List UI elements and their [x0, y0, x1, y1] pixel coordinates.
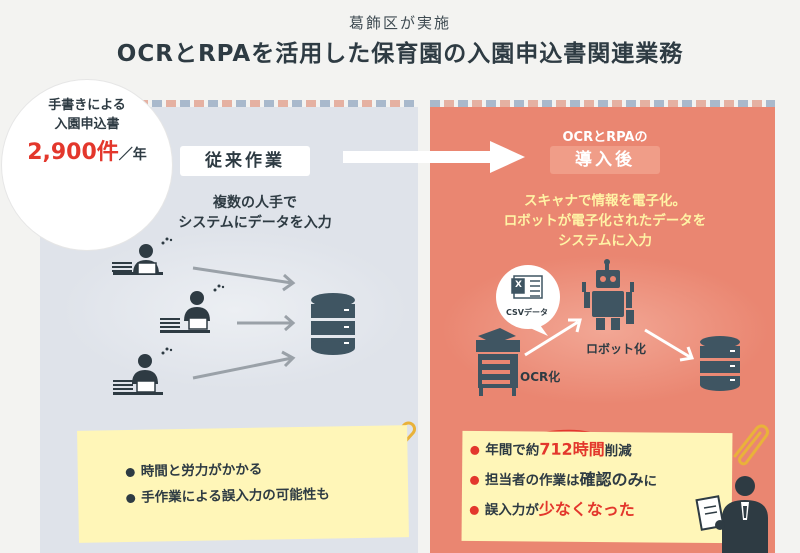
- scanner-copier-icon: [476, 328, 520, 396]
- bullet-icon: [126, 493, 136, 503]
- bullet-icon: [470, 475, 480, 485]
- result-item-2: 担当者の作業は確認のみに: [470, 465, 657, 491]
- result-3-emphasis: 少なくなった: [538, 499, 635, 520]
- bullet-icon: [469, 505, 479, 515]
- worker-3-icon: [113, 347, 173, 395]
- svg-text:X: X: [515, 280, 522, 290]
- ocr-label: OCR化: [520, 370, 561, 384]
- badge-per-year: ／年: [118, 147, 147, 163]
- process-arrows-icon: [524, 318, 695, 362]
- result-2-pre: 担当者の作業は: [484, 472, 580, 489]
- badge-line2: 入園申込書: [54, 117, 120, 132]
- results-note: 年間で約712時間削減 担当者の作業は確認のみに 誤入力が少なくなった: [461, 430, 733, 544]
- issue-item-2: 手作業による誤入力の可能性も: [126, 482, 330, 506]
- right-desc-line3: システムに入力: [557, 233, 653, 249]
- right-desc-line2: ロボットが電子化されたデータを: [503, 213, 707, 229]
- right-desc-line1: スキャナで情報を電子化。: [524, 193, 686, 209]
- annual-count-badge: [2, 80, 172, 250]
- spreadsheet-icon: [511, 275, 543, 299]
- result-1-post: 削減: [604, 443, 632, 460]
- badge-count-value: 2,900件: [27, 140, 119, 165]
- badge-line1: 手書きによる: [48, 98, 126, 113]
- issue-item-1-text: 時間と労力がかかる: [140, 461, 263, 480]
- result-item-3: 誤入力が少なくなった: [469, 495, 635, 520]
- conventional-issues-note: 時間と労力がかかる 手作業による誤入力の可能性も: [77, 425, 409, 543]
- result-3-pre: 誤入力が: [484, 502, 539, 519]
- database-right-icon: [700, 336, 740, 391]
- result-2-post: に: [643, 473, 658, 490]
- bullet-icon: [470, 445, 480, 455]
- input-arrows-icon: [192, 266, 296, 380]
- issue-item-1: 時間と労力がかかる: [125, 458, 263, 480]
- database-left-icon: [311, 293, 355, 355]
- organizer-label: 葛飾区が実施: [348, 14, 451, 32]
- robot-label: ロボット化: [586, 342, 647, 356]
- transition-arrow-icon: [343, 141, 525, 173]
- result-2-emphasis: 確認のみ: [579, 469, 644, 490]
- left-desc-line1: 複数の人手で: [213, 195, 297, 211]
- issue-item-2-text: 手作業による誤入力の可能性も: [141, 486, 330, 506]
- page-title: OCRとRPAを活用した保育園の入園申込書関連業務: [116, 41, 684, 67]
- after-heading: 導入後: [550, 146, 660, 174]
- after-heading-top: OCRとRPAの: [562, 130, 648, 145]
- result-item-1: 年間で約712時間削減: [470, 435, 632, 460]
- paperclip-right-icon: [733, 424, 769, 466]
- conventional-heading: 従来作業: [180, 146, 310, 176]
- worker-1-icon: [112, 237, 173, 275]
- worker-2-icon: [160, 284, 225, 333]
- robot-icon: [582, 259, 634, 330]
- badge-count: 2,900件／年: [2, 134, 172, 166]
- bullet-icon: [125, 467, 135, 477]
- left-desc-line2: システムにデータを入力: [178, 215, 332, 231]
- result-1-number: 712時間: [539, 439, 605, 460]
- result-1-pre: 年間で約: [485, 442, 540, 459]
- csv-label: CSVデータ: [506, 308, 548, 317]
